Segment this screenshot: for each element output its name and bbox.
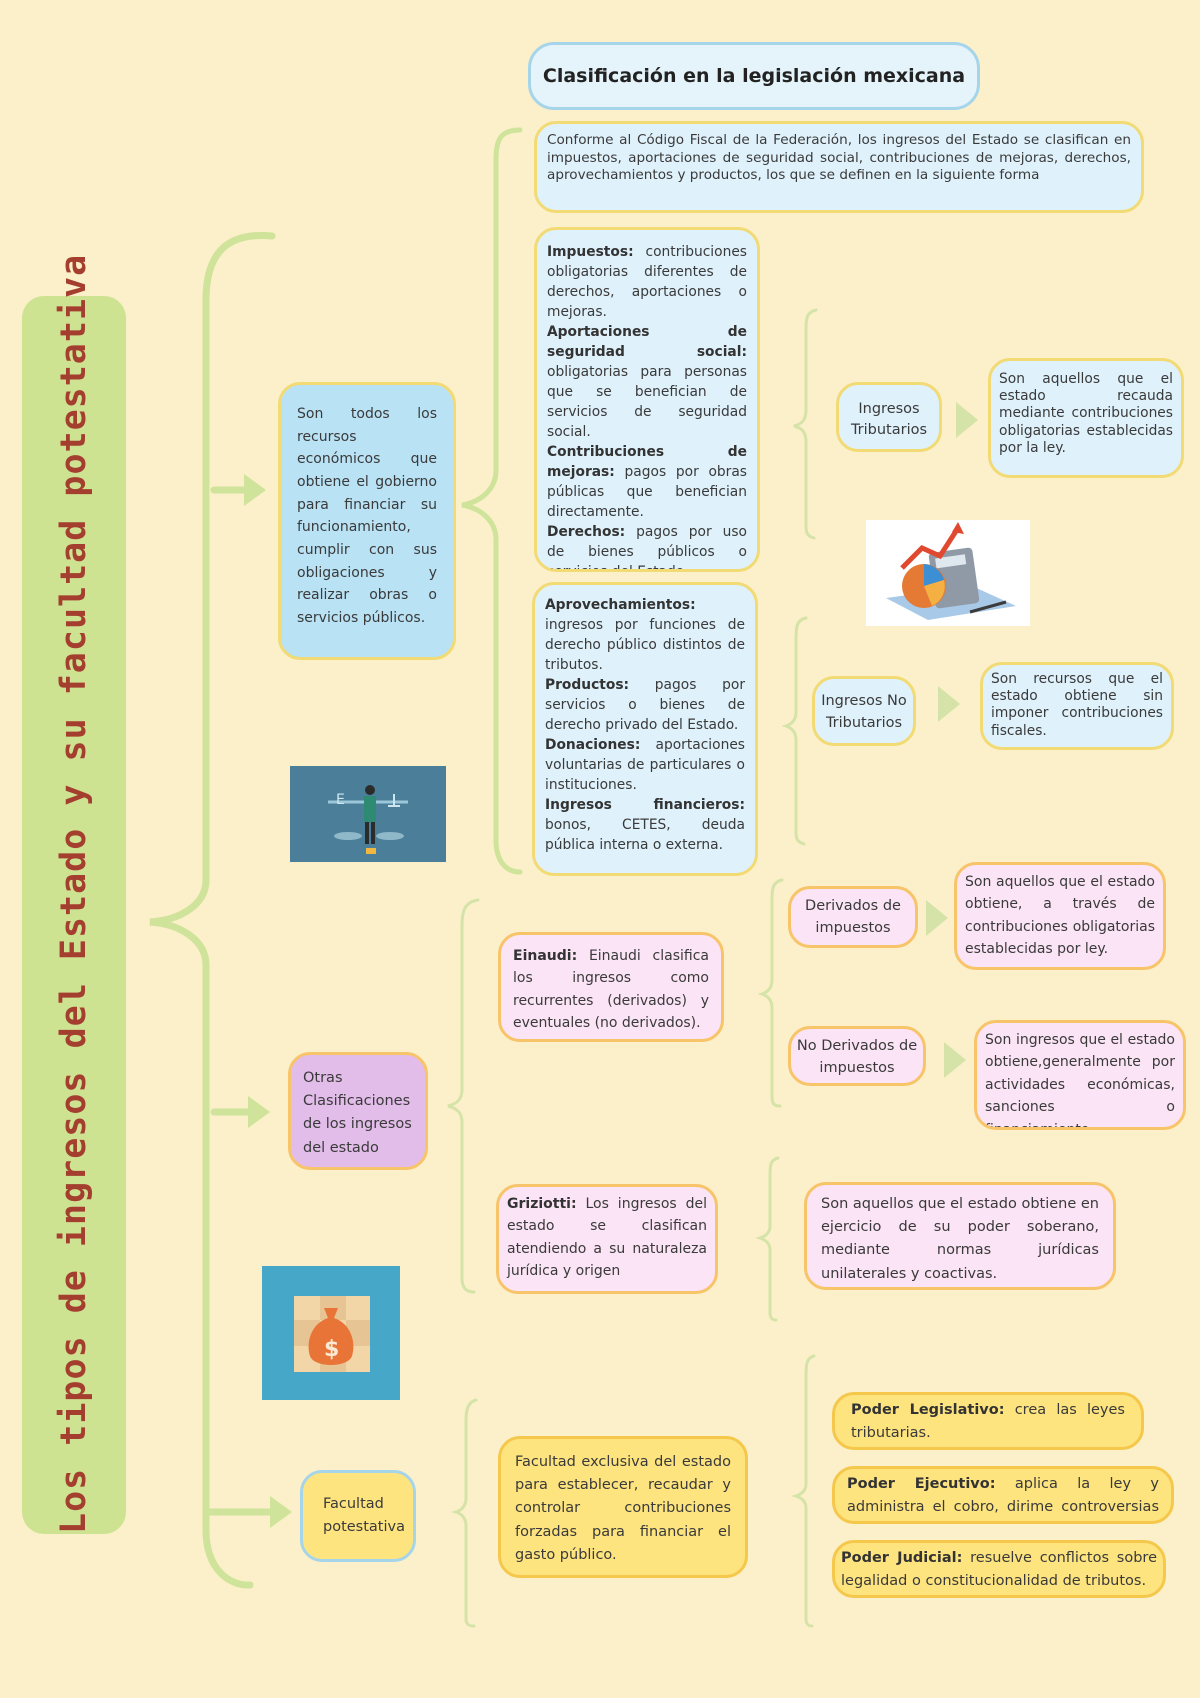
otras-clasificaciones-box: Otras Clasificaciones de los ingresos de… (288, 1052, 428, 1170)
intro-box: Conforme al Código Fiscal de la Federaci… (534, 121, 1144, 213)
no-tributarios-list-box: Aprovechamientos: ingresos por funciones… (532, 582, 758, 876)
derivados-desc: Son aquellos que el estado obtiene, a tr… (954, 862, 1166, 970)
intro-text: Conforme al Código Fiscal de la Federaci… (547, 132, 1131, 184)
facultad-desc-box: Facultad exclusiva del estado para estab… (498, 1436, 748, 1578)
griziotti-desc-box: Son aquellos que el estado obtiene en ej… (804, 1182, 1116, 1290)
definition-text: Son todos los recursos económicos que ob… (297, 406, 437, 627)
list-item: Donaciones: aportaciones voluntarias de … (545, 737, 745, 793)
list-item: Contribuciones de mejoras: pagos por obr… (547, 444, 747, 520)
calculator-chart-icon (866, 520, 1030, 626)
facultad-potestativa-box: Facultad potestativa (300, 1470, 416, 1562)
einaudi-box: Einaudi: Einaudi clasifica los ingresos … (498, 932, 724, 1042)
definition-box: Son todos los recursos económicos que ob… (278, 382, 456, 660)
ingresos-tributarios-label: Ingresos Tributarios (836, 382, 942, 452)
title-bar (22, 296, 126, 1534)
derivados-label: Derivados de impuestos (788, 886, 918, 948)
list-item: Ingresos financieros: bonos, CETES, deud… (545, 797, 745, 853)
svg-text:$: $ (324, 1337, 339, 1362)
ingresos-no-tributarios-desc: Son recursos que el estado obtiene sin i… (980, 662, 1174, 750)
griziotti-box: Griziotti: Los ingresos del estado se cl… (496, 1184, 718, 1294)
list-item: Aportaciones de seguridad social: obliga… (547, 324, 747, 440)
poder-judicial-box: Poder Judicial: resuelve conflictos sobr… (832, 1540, 1166, 1598)
list-item: Productos: pagos por servicios o bienes … (545, 677, 745, 733)
no-derivados-desc: Son ingresos que el estado obtiene,gener… (974, 1020, 1186, 1130)
poder-legislativo-box: Poder Legislativo: crea las leyes tribut… (832, 1392, 1144, 1450)
section-header: Clasificación en la legislación mexicana (528, 42, 980, 110)
list-item: Aprovechamientos: ingresos por funciones… (545, 597, 745, 673)
list-item: Derechos: pagos por uso de bienes públic… (547, 524, 747, 572)
list-item: Impuestos: contribuciones obligatorias d… (547, 244, 747, 320)
svg-text:E: E (336, 792, 345, 808)
diagram-title: Los tipos de ingresos del Estado y su fa… (54, 253, 94, 1534)
ingresos-tributarios-desc: Son aquellos que el estado recauda media… (988, 358, 1184, 478)
balance-scale-icon: E (290, 766, 446, 862)
ingresos-no-tributarios-label: Ingresos No Tributarios (812, 676, 916, 746)
tributarios-list-box: Impuestos: contribuciones obligatorias d… (534, 227, 760, 572)
money-bag-icon: $ (262, 1266, 400, 1400)
no-derivados-label: No Derivados de impuestos (788, 1026, 926, 1086)
poder-ejecutivo-box: Poder Ejecutivo: aplica la ley y adminis… (832, 1466, 1174, 1524)
